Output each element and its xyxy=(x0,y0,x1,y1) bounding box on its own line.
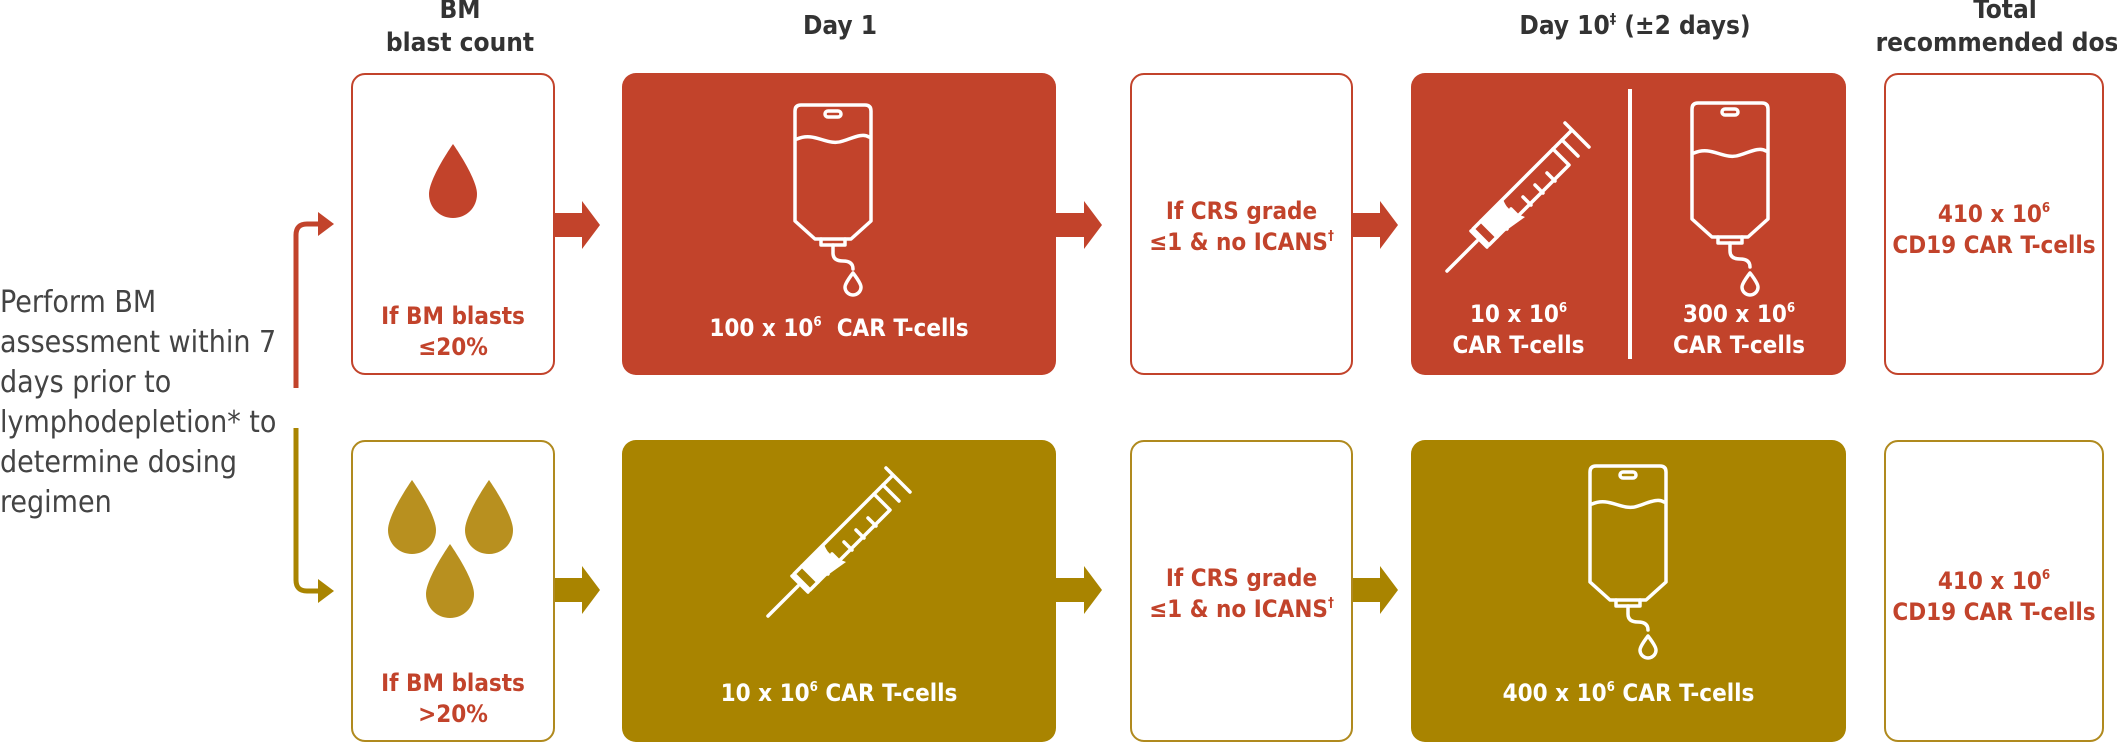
bottom-day1-dose-main: 10 x 10 xyxy=(720,679,810,707)
blood-drop-icon xyxy=(429,144,477,218)
header-day10: Day 10‡ (±2 days) xyxy=(1480,10,1790,43)
header-total-dose: Total recommended dose xyxy=(1855,0,2117,60)
header-bm-line1: BM xyxy=(439,0,481,25)
header-total-line1: Total xyxy=(1973,0,2037,25)
top-day1-box: 100 x 106 CAR T-cells xyxy=(622,73,1056,375)
header-day10-suffix: (±2 days) xyxy=(1616,11,1751,41)
top-day10-dose-b-main: 300 x 10 xyxy=(1682,300,1787,328)
bottom-total-dose-line2: CD19 CAR T-cells xyxy=(1892,598,2096,626)
bottom-branch-arrowhead xyxy=(318,579,334,603)
top-criteria-box: If CRS grade ≤1 & no ICANS† xyxy=(1130,73,1353,375)
top-day10-dose-b-line2: CAR T-cells xyxy=(1673,331,1805,359)
bottom-criteria-line1: If CRS grade xyxy=(1165,564,1318,592)
header-day1: Day 1 xyxy=(802,11,878,41)
blood-drop-icon xyxy=(426,544,474,618)
bottom-bm-condition-line2: >20% xyxy=(418,700,488,728)
header-bm-blast-count: BM blast count xyxy=(350,0,570,60)
top-day1-dose: 100 x 106 CAR T-cells xyxy=(622,313,1056,344)
bottom-total-dose-main: 410 x 10 xyxy=(1937,567,2042,595)
top-criteria-line1: If CRS grade xyxy=(1165,197,1318,225)
iv-bag-icon xyxy=(793,103,873,297)
top-day1-dose-suffix: CAR T-cells xyxy=(821,314,969,342)
top-bm-condition-line2: ≤20% xyxy=(418,333,488,361)
header-total-line2: recommended dose xyxy=(1875,28,2117,58)
bottom-day1-dose-exponent: 6 xyxy=(809,680,818,696)
bottom-criteria: If CRS grade ≤1 & no ICANS† xyxy=(1132,563,1351,625)
bottom-bm-condition: If BM blasts >20% xyxy=(353,668,553,730)
top-day10-dose-a-line2: CAR T-cells xyxy=(1452,331,1585,359)
top-branch-connector xyxy=(293,221,320,388)
bottom-criteria-box: If CRS grade ≤1 & no ICANS† xyxy=(1130,440,1353,742)
top-day10-divider xyxy=(1628,89,1632,359)
top-day10-dose-a-exponent: 6 xyxy=(1558,301,1568,317)
arrow-right-icon xyxy=(554,201,600,249)
bottom-day1-dose-suffix: CAR T-cells xyxy=(817,679,958,707)
arrow-right-icon xyxy=(1350,201,1398,249)
header-bm-line2: blast count xyxy=(385,28,535,58)
iv-bag-icon xyxy=(1690,101,1770,297)
bottom-total-dose: 410 x 106 CD19 CAR T-cells xyxy=(1886,566,2102,628)
arrow-right-icon xyxy=(1056,201,1102,249)
arrow-right-icon xyxy=(1350,566,1398,614)
blood-drop-icon xyxy=(388,480,436,554)
top-total-dose-box: 410 x 106 CD19 CAR T-cells xyxy=(1884,73,2104,375)
syringe-icon xyxy=(1445,121,1591,273)
top-day1-dose-main: 100 x 10 xyxy=(709,314,814,342)
bottom-day10-box: 400 x 106 CAR T-cells xyxy=(1411,440,1846,742)
top-day10-dose-a-main: 10 x 10 xyxy=(1469,300,1559,328)
top-day10-dose-a: 10 x 106 CAR T-cells xyxy=(1411,299,1626,361)
bottom-criteria-line2: ≤1 & no ICANS xyxy=(1149,595,1328,623)
arrow-right-icon xyxy=(1056,566,1102,614)
bottom-day1-box: 10 x 106 CAR T-cells xyxy=(622,440,1056,742)
iv-bag-icon xyxy=(1588,464,1668,660)
top-total-dose-line2: CD19 CAR T-cells xyxy=(1892,231,2096,259)
top-bm-condition-box: If BM blasts ≤20% xyxy=(351,73,555,375)
top-day1-dose-exponent: 6 xyxy=(813,315,822,331)
syringe-icon xyxy=(766,466,912,618)
bottom-branch-connector xyxy=(293,428,320,594)
bottom-total-dose-exponent: 6 xyxy=(2041,568,2051,584)
top-criteria: If CRS grade ≤1 & no ICANS† xyxy=(1132,196,1351,258)
top-day10-dose-b-exponent: 6 xyxy=(1786,301,1796,317)
bottom-total-dose-box: 410 x 106 CD19 CAR T-cells xyxy=(1884,440,2104,742)
blood-drop-icon xyxy=(465,480,513,554)
top-day10-dose-b: 300 x 106 CAR T-cells xyxy=(1632,299,1846,361)
top-branch-arrowhead xyxy=(318,212,334,236)
bottom-criteria-footnote-mark: † xyxy=(1327,596,1334,612)
top-total-dose: 410 x 106 CD19 CAR T-cells xyxy=(1886,199,2102,261)
top-bm-condition: If BM blasts ≤20% xyxy=(353,301,553,363)
top-criteria-line2: ≤1 & no ICANS xyxy=(1149,228,1328,256)
top-total-dose-exponent: 6 xyxy=(2041,201,2051,217)
top-bm-condition-line1: If BM blasts xyxy=(381,302,525,330)
bottom-day10-dose-main: 400 x 10 xyxy=(1502,679,1607,707)
bottom-day10-dose: 400 x 106 CAR T-cells xyxy=(1411,678,1846,709)
bottom-bm-condition-box: If BM blasts >20% xyxy=(351,440,555,742)
bottom-day10-dose-exponent: 6 xyxy=(1606,680,1615,696)
header-day10-main: Day 10 xyxy=(1519,11,1610,41)
header-day10-footnote-mark: ‡ xyxy=(1609,11,1617,28)
bm-assessment-instruction: Perform BM assessment within 7 days prio… xyxy=(0,285,277,520)
bottom-bm-condition-line1: If BM blasts xyxy=(381,669,525,697)
top-total-dose-main: 410 x 10 xyxy=(1937,200,2042,228)
arrow-right-icon xyxy=(554,566,600,614)
top-criteria-footnote-mark: † xyxy=(1327,229,1334,245)
bottom-day1-dose: 10 x 106 CAR T-cells xyxy=(622,678,1056,709)
bottom-day10-dose-suffix: CAR T-cells xyxy=(1614,679,1755,707)
top-day10-box: 10 x 106 CAR T-cells 300 x 106 CAR T-cel… xyxy=(1411,73,1846,375)
